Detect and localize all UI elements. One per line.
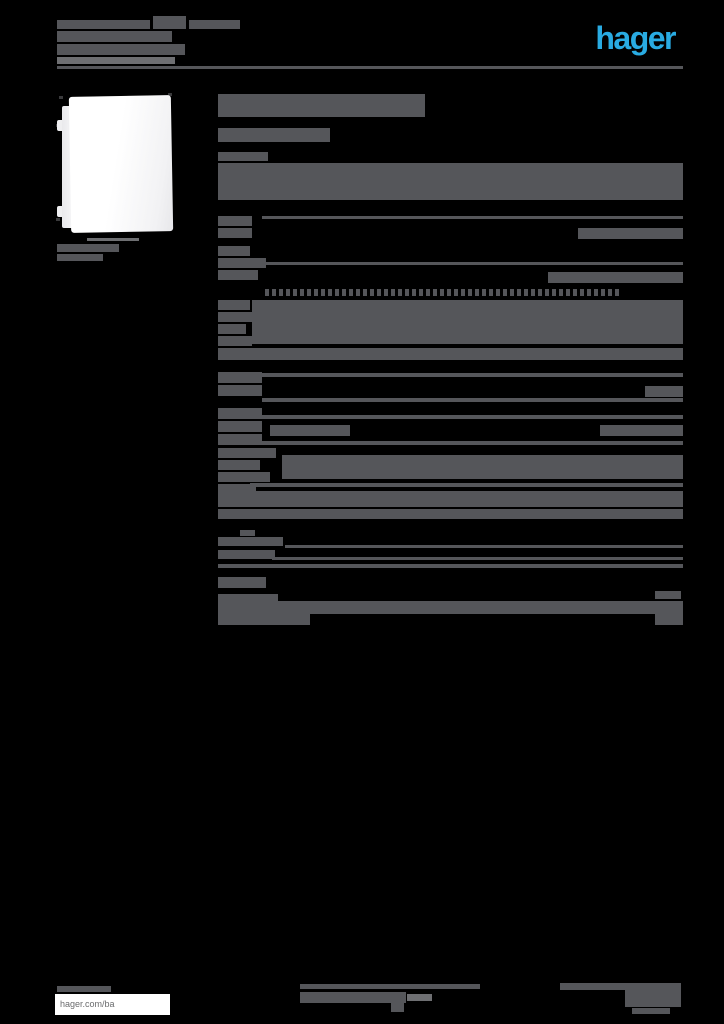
redacted-text-block <box>57 254 103 261</box>
redacted-text-block <box>218 246 250 256</box>
redacted-text-block <box>218 128 330 142</box>
redacted-text-block <box>218 491 683 507</box>
redacted-text-block <box>300 984 480 989</box>
redacted-text-block <box>560 983 681 990</box>
redacted-text-block <box>645 386 683 397</box>
redacted-text-block <box>270 425 350 436</box>
redacted-text-block <box>57 20 150 29</box>
redacted-text-block <box>218 434 262 445</box>
enclosure-hinge-tab <box>57 120 64 131</box>
redacted-text-block <box>218 408 262 419</box>
redacted-text-block <box>548 272 683 283</box>
redacted-text-block <box>218 312 254 322</box>
redacted-text-block <box>218 336 252 346</box>
redacted-text-block <box>252 300 683 344</box>
enclosure-hinge-tab <box>57 206 64 217</box>
divider-line <box>262 441 683 445</box>
divider-line <box>57 66 683 69</box>
redacted-text-block <box>632 1008 670 1014</box>
redacted-text-block <box>625 990 681 1007</box>
redacted-text-block <box>57 44 185 55</box>
footer-url-box[interactable]: hager.com/ba <box>55 994 170 1015</box>
redacted-text-block <box>282 455 683 479</box>
redacted-text-block <box>407 994 432 1001</box>
divider-line <box>218 564 683 568</box>
redacted-text-block <box>300 992 406 1003</box>
redacted-text-block <box>189 20 240 29</box>
divider-line <box>262 262 683 265</box>
redacted-text-block <box>218 472 270 482</box>
redacted-text-block <box>218 577 266 588</box>
redacted-text-block <box>218 385 262 396</box>
redacted-text-block <box>218 601 683 614</box>
divider-line <box>262 398 683 402</box>
redacted-text-block <box>218 163 683 200</box>
divider-line <box>262 373 683 377</box>
redacted-text-block <box>218 216 252 226</box>
redacted-text-block <box>57 986 111 992</box>
redacted-text-block <box>218 537 283 546</box>
redacted-text-block <box>87 238 139 241</box>
redacted-text-block <box>600 425 683 436</box>
redacted-text-block <box>218 509 683 519</box>
redacted-text-block <box>218 94 425 117</box>
hager-logo: hager <box>595 20 676 56</box>
redacted-text-block <box>218 152 268 161</box>
redacted-text-block <box>57 244 119 252</box>
redacted-text-block <box>218 421 262 432</box>
redacted-text-block <box>218 300 250 310</box>
redacted-text-block <box>218 614 310 625</box>
divider-line <box>262 415 683 419</box>
redacted-text-block <box>218 594 278 602</box>
redacted-text-block <box>391 1003 404 1012</box>
redacted-text-block <box>218 448 276 458</box>
divider-line <box>262 216 683 219</box>
crop-mark <box>56 218 60 221</box>
enclosure-body <box>68 95 174 233</box>
redacted-text-block <box>218 484 256 494</box>
redacted-text-block <box>218 258 266 268</box>
redacted-text-block <box>57 31 172 42</box>
dot-leader <box>265 289 620 296</box>
redacted-text-block <box>218 460 260 470</box>
redacted-text-block <box>218 228 252 238</box>
crop-mark <box>168 93 172 96</box>
redacted-text-block <box>153 16 186 29</box>
redacted-text-block <box>57 57 175 64</box>
redacted-text-block <box>218 372 262 383</box>
footer-url-text: hager.com/ba <box>60 999 115 1009</box>
redacted-text-block <box>218 348 683 360</box>
redacted-text-block <box>240 530 255 536</box>
divider-line <box>272 557 683 560</box>
redacted-text-block <box>578 228 683 239</box>
crop-mark <box>59 96 63 99</box>
redacted-text-block <box>655 614 683 625</box>
redacted-text-block <box>218 324 246 334</box>
divider-line <box>285 545 683 548</box>
redacted-text-block <box>218 270 258 280</box>
redacted-text-block <box>218 550 275 559</box>
redacted-text-block <box>655 591 681 599</box>
divider-line <box>250 483 683 487</box>
product-image <box>50 84 185 239</box>
